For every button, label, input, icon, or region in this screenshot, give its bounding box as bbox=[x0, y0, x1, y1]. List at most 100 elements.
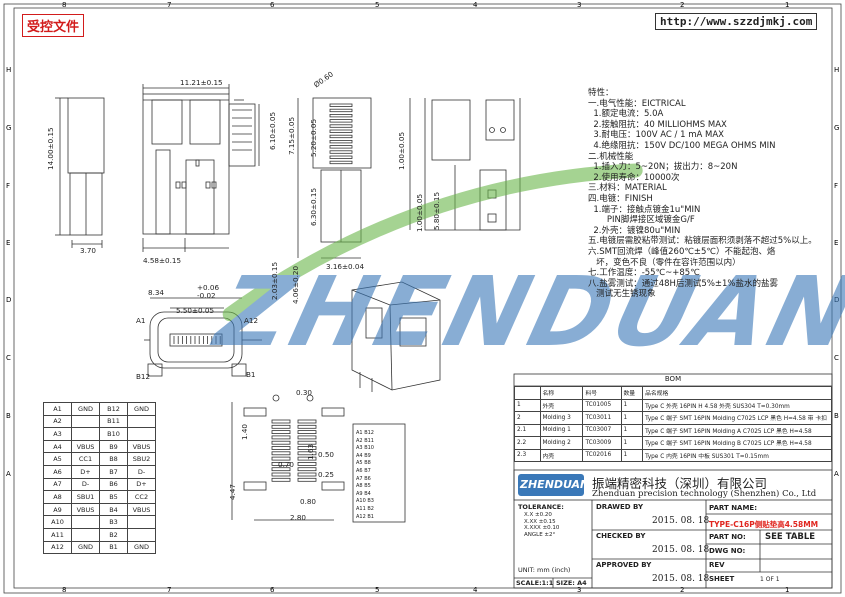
controlled-document-stamp: 受控文件 bbox=[22, 14, 85, 37]
dimension-d29: 0.50 bbox=[318, 450, 335, 459]
tolerance-row: X.X ±0.20 bbox=[524, 512, 552, 518]
bom-header bbox=[514, 386, 541, 400]
checked-by-label: CHECKED BY bbox=[596, 532, 646, 540]
note-line: 坏，变色不良（零件在容许范围以内） bbox=[588, 257, 741, 268]
pin-cell: A7 bbox=[43, 477, 72, 492]
dimension-d31: 2.80 bbox=[290, 513, 307, 522]
border-number: 8 bbox=[62, 586, 66, 594]
pin-cell: B8 bbox=[99, 452, 128, 466]
pin-cell: VBUS bbox=[71, 502, 100, 517]
pin-cell: A11 bbox=[43, 527, 72, 542]
dimension-d17: 5.50±0.05 bbox=[176, 306, 215, 315]
border-letter: D bbox=[6, 296, 11, 304]
tolerance-label: TOLERANCE: bbox=[518, 503, 564, 511]
tolerance-row: X.XX ±0.15 bbox=[524, 518, 556, 525]
website-url[interactable]: http://www.szzdjmkj.com bbox=[655, 13, 818, 30]
border-letter: B bbox=[834, 412, 839, 420]
pin-cell: VBUS bbox=[127, 502, 156, 517]
bom-title: BOM bbox=[664, 375, 682, 383]
unit-label: UNIT: mm (inch) bbox=[518, 566, 571, 574]
dimension-d19: 4.06±0.20 bbox=[291, 265, 300, 304]
bom-cell: TC01005 bbox=[582, 398, 622, 412]
technical-notes: 特性：一.电气性能：EICTRICAL 1.额定电流：5.0A 2.接触阻抗：4… bbox=[588, 88, 817, 300]
pad-list-item: A1 B12 bbox=[356, 430, 374, 436]
border-letter: A bbox=[6, 470, 11, 478]
pin-cell: VBUS bbox=[127, 439, 156, 454]
note-line: 七.工作温度：-55℃~+85℃ bbox=[588, 268, 700, 279]
bom-cell: 1 bbox=[620, 436, 644, 450]
pin-cell: B5 bbox=[99, 490, 128, 504]
note-line: 2.使用寿命：10000次 bbox=[588, 172, 680, 183]
border-letter: G bbox=[834, 124, 839, 132]
company-logo: ZHENDUAN bbox=[520, 478, 590, 491]
pin-cell bbox=[127, 427, 156, 441]
note-line: 2.外壳：镀镍80u"MIN bbox=[588, 225, 681, 236]
pin-cell: A4 bbox=[43, 439, 72, 454]
pin-cell: A10 bbox=[43, 515, 72, 529]
pad-list-item: A7 B6 bbox=[356, 475, 371, 482]
border-number: 5 bbox=[375, 586, 379, 594]
pad-list-item: A11 B2 bbox=[356, 505, 374, 512]
note-line: 1.额定电流：5.0A bbox=[588, 109, 664, 120]
note-line: 六.SMT回流焊（峰值260℃±5℃）不能起泡、烙 bbox=[588, 246, 776, 257]
dimension-d21: A12 bbox=[244, 316, 259, 325]
bom-cell: 1 bbox=[514, 398, 541, 412]
border-letter: D bbox=[834, 296, 839, 304]
bom-cell: Type C 端子 SMT 16PIN Molding C7025 LCP 黑色… bbox=[642, 411, 832, 425]
bom-header: 数量 bbox=[620, 386, 644, 400]
pin-cell: CC1 bbox=[71, 452, 100, 466]
bom-cell: Molding 3 bbox=[539, 411, 584, 425]
drawn-date: 2015. 08. 18 bbox=[652, 516, 710, 526]
border-number: 2 bbox=[680, 1, 684, 9]
dimension-d25: 1.40 bbox=[240, 423, 249, 440]
pin-cell: B11 bbox=[99, 414, 128, 429]
rev-label: REV bbox=[709, 561, 725, 569]
dimension-d11: 1.00±0.05 bbox=[397, 131, 406, 170]
note-line: 三.材料：MATERIAL bbox=[588, 183, 667, 194]
svg-text:ZHENDUAN: ZHENDUAN bbox=[203, 256, 845, 367]
pin-cell: A2 bbox=[43, 414, 72, 429]
note-line: PIN脚焊接区域镀金G/F bbox=[588, 215, 695, 226]
pin-cell bbox=[71, 515, 100, 529]
note-line: 1.插入力：5~20N；拔出力：8~20N bbox=[588, 162, 738, 173]
note-line: 3.耐电压：100V AC / 1 mA MAX bbox=[588, 130, 725, 141]
dimension-d23: B12 bbox=[136, 372, 151, 381]
pin-cell: GND bbox=[71, 540, 100, 555]
bom-cell: 1 bbox=[620, 448, 644, 462]
note-line: 一.电气性能：EICTRICAL bbox=[588, 98, 686, 109]
bom-cell: Molding 1 bbox=[539, 423, 584, 437]
border-letter: B bbox=[6, 412, 11, 420]
pin-cell: D- bbox=[127, 464, 156, 479]
note-line: 2.接触阻抗：40 MILLIOHMS MAX bbox=[588, 119, 727, 130]
dimension-d6: 6.10±0.05 bbox=[268, 111, 277, 150]
company-name-en: Zhenduan precision technology (Shenzhen)… bbox=[592, 489, 817, 499]
border-number: 2 bbox=[680, 586, 684, 594]
dimension-d24: 0.30 bbox=[296, 388, 313, 397]
pad-list-item: A8 B5 bbox=[356, 483, 371, 490]
pin-cell: B6 bbox=[99, 477, 128, 492]
border-letter: F bbox=[834, 182, 838, 190]
border-number: 4 bbox=[473, 586, 478, 594]
drawn-by-label: DRAWED BY bbox=[596, 503, 644, 511]
pad-list-item: A10 B3 bbox=[356, 498, 374, 505]
border-number: 1 bbox=[785, 1, 789, 9]
dimension-d30: 0.25 bbox=[318, 470, 335, 479]
note-line: 特性： bbox=[588, 88, 614, 98]
dimension-d7: 7.15±0.05 bbox=[287, 116, 296, 155]
dimension-d14: 8.34 bbox=[148, 288, 165, 297]
bom-cell: 2.1 bbox=[514, 423, 541, 437]
pin-cell: B12 bbox=[99, 402, 128, 416]
border-number: 7 bbox=[167, 1, 171, 9]
pin-cell: GND bbox=[127, 402, 156, 416]
pin-cell: CC2 bbox=[127, 490, 156, 504]
